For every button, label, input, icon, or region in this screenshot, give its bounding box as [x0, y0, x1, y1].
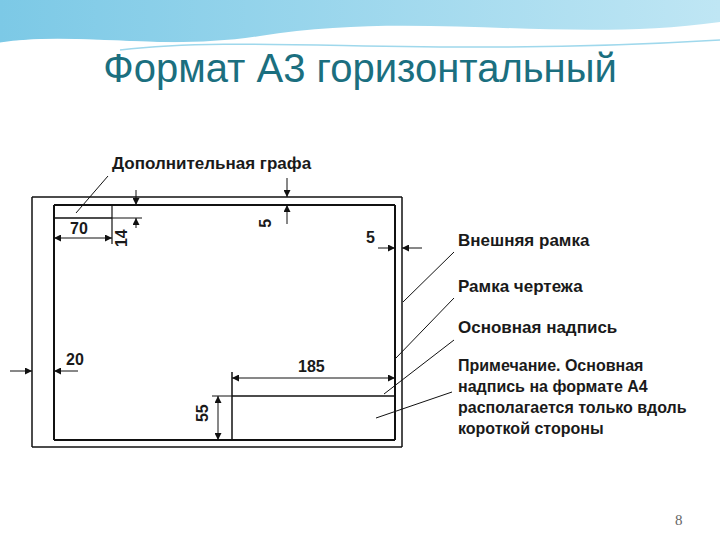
leader-line — [76, 176, 108, 213]
dimension-value: 185 — [298, 358, 325, 376]
dimension-value: 14 — [113, 229, 131, 247]
title-block — [231, 372, 233, 440]
outer-frame — [32, 446, 402, 448]
leader-line — [396, 298, 454, 358]
dimension-line — [218, 396, 219, 440]
header-wave-line — [0, 26, 720, 44]
outer-frame — [31, 197, 33, 447]
dimension-line — [54, 238, 112, 239]
title: Формат А3 горизонтальный — [0, 46, 720, 91]
dimension-line — [136, 190, 137, 205]
drawing-frame — [53, 205, 55, 440]
callout-label: Рамка чертежа — [458, 277, 583, 297]
dimension-line — [54, 371, 78, 372]
header-wave — [0, 0, 720, 44]
callout-label: Дополнительная графа — [112, 154, 311, 174]
extension-line — [112, 218, 142, 219]
outer-frame — [32, 196, 402, 198]
extra-column — [54, 217, 112, 219]
drawing-frame — [54, 439, 395, 441]
dimension-line — [10, 371, 32, 372]
dimension-value: 70 — [70, 220, 88, 238]
dimension-line — [232, 378, 395, 379]
leader-line — [384, 340, 454, 394]
leader-line — [376, 392, 452, 418]
dimension-value: 5 — [366, 229, 375, 247]
note-text: Примечание. Основная надпись на формате … — [458, 355, 714, 439]
dimension-value: 20 — [66, 351, 84, 369]
drawing-frame — [54, 204, 395, 206]
leader-line — [403, 252, 454, 302]
dimension-line — [136, 218, 137, 228]
extension-line — [212, 396, 232, 397]
dimension-line — [287, 205, 288, 224]
callout-label: Основная надпись — [458, 318, 617, 338]
dimension-line — [378, 248, 395, 249]
drawing-frame — [394, 205, 396, 440]
title-block — [232, 395, 395, 397]
callout-label: Внешняя рамка — [458, 231, 589, 251]
dimension-line — [402, 248, 422, 249]
page-number: 8 — [675, 512, 683, 529]
dimension-line — [287, 178, 288, 197]
drawing-lines — [10, 176, 454, 447]
extension-line — [138, 205, 142, 206]
dimension-value: 55 — [194, 404, 212, 422]
dimension-value: 5 — [257, 219, 275, 228]
